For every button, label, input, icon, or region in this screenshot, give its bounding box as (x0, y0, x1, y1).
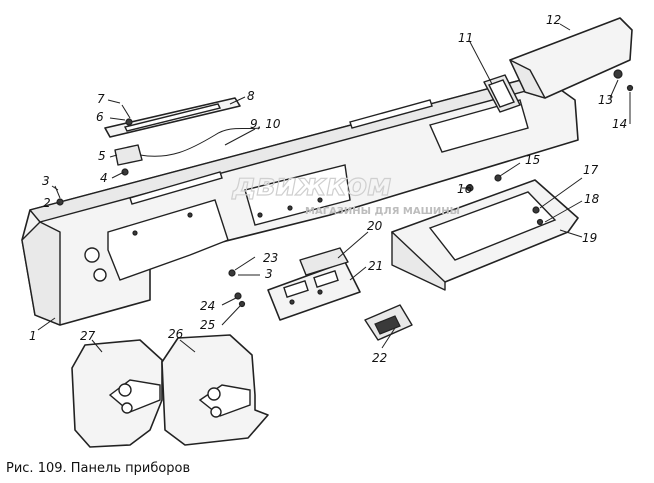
part-5-bracket (114, 127, 261, 176)
part-12-lid (509, 17, 634, 99)
part-20-21-console (267, 247, 361, 321)
watermark: движком МАГАЗИНЫ ДЛЯ МАШИНЫ (230, 167, 460, 217)
callout-26: 26 (168, 327, 184, 341)
callout-27: 27 (80, 329, 96, 343)
part-22-switch (364, 304, 413, 341)
instrument-panel-body (21, 74, 579, 326)
callout-leaders (37, 23, 631, 353)
callout-19: 19 (582, 231, 597, 245)
part-11-frame (483, 74, 521, 113)
callout-22: 22 (372, 351, 387, 365)
callout-7: 7 (97, 92, 105, 106)
callout-24: 24 (200, 299, 215, 313)
callout-25: 25 (200, 318, 215, 332)
callout-1: 1 (29, 329, 37, 343)
callout-13: 13 (598, 93, 613, 107)
callout-3: 3 (42, 174, 50, 188)
callout-23: 23 (263, 251, 278, 265)
callout-3-lower: 3 (265, 267, 273, 281)
figure-caption: Рис. 109. Панель приборов (6, 461, 190, 476)
part-26-cover (161, 334, 269, 446)
callout-6: 6 (96, 110, 104, 124)
callout-14: 14 (612, 117, 627, 131)
callout-15: 15 (525, 153, 540, 167)
callout-12: 12 (546, 13, 561, 27)
callout-11: 11 (458, 31, 473, 45)
callout-17: 17 (583, 163, 599, 177)
callout-8: 8 (247, 89, 255, 103)
part-23-25-fasteners (228, 269, 246, 308)
callout-2: 2 (43, 196, 51, 210)
callout-9-10: 9, 10 (250, 117, 281, 131)
callout-21: 21 (368, 259, 383, 273)
part-27-cover (71, 339, 163, 448)
watermark-tagline: МАГАЗИНЫ ДЛЯ МАШИНЫ (305, 206, 460, 217)
callout-16: 16 (457, 182, 473, 196)
callout-20: 20 (367, 219, 383, 233)
watermark-brand: движком (231, 168, 392, 203)
callout-18: 18 (584, 192, 600, 206)
callout-5: 5 (98, 149, 106, 163)
callout-4: 4 (100, 171, 108, 185)
part-19-glove-box (391, 179, 579, 291)
callout-labels: 1 2 3 4 5 6 7 8 9, 10 11 12 13 14 15 16 … (29, 13, 627, 365)
part-8-plate (104, 97, 241, 138)
